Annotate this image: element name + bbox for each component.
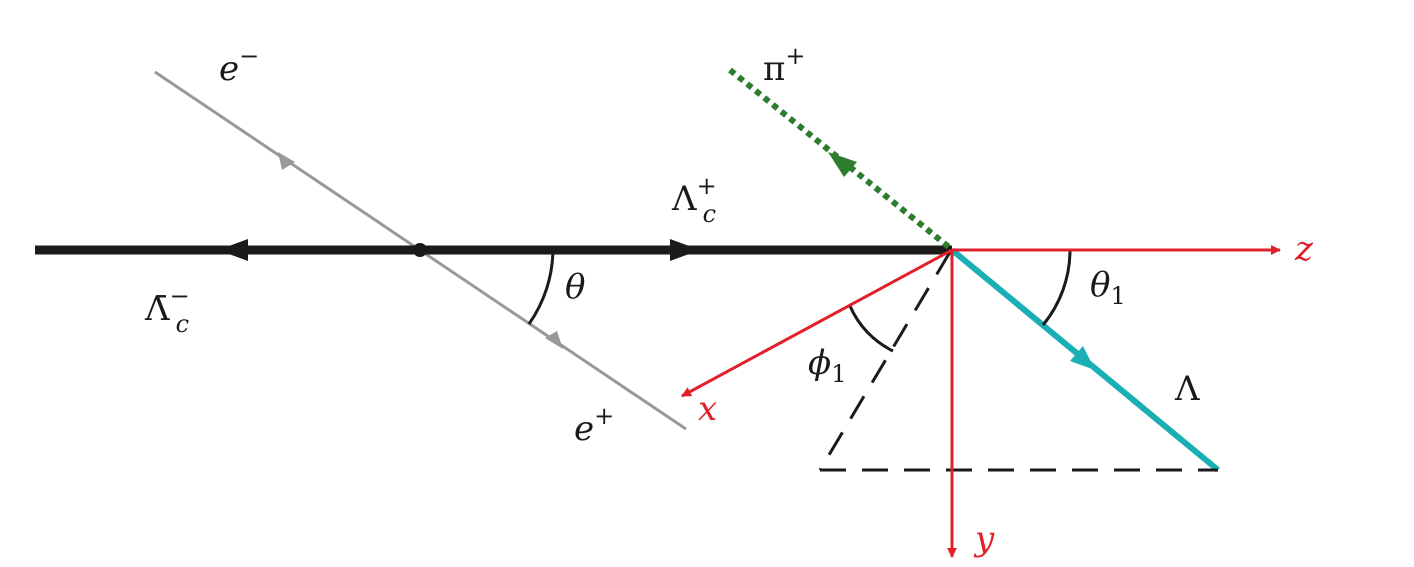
dashed-projection-diagonal <box>818 251 952 471</box>
production-vertex <box>413 243 427 257</box>
pion-line <box>728 67 952 251</box>
phi1-arc <box>848 305 894 353</box>
label-axis-z: z <box>1294 229 1314 269</box>
label-phi1: ϕ1 <box>808 343 846 388</box>
label-theta1: θ1 <box>1090 265 1126 310</box>
e-plus-arrow <box>545 331 563 349</box>
lambda-c-bar-arrow <box>218 239 248 261</box>
label-lambda-c-plus: Λ+c <box>671 172 717 228</box>
pion-arrow <box>828 152 857 177</box>
label-pi-plus: π+ <box>763 42 805 89</box>
lambda-arrow <box>1070 346 1095 370</box>
label-lambda-c-bar-minus: Λ̄−c <box>144 282 190 338</box>
theta1-arc <box>1041 249 1072 326</box>
label-e-minus: e− <box>219 42 259 89</box>
label-e-plus: e+ <box>574 402 614 449</box>
label-axis-y: y <box>973 519 995 559</box>
label-axis-x: x <box>698 389 717 429</box>
label-lambda: Λ <box>1174 369 1200 409</box>
label-theta: θ <box>565 267 585 307</box>
x-axis <box>681 248 953 398</box>
lambda-c-plus-arrow <box>670 239 700 261</box>
e-minus-arrow <box>278 152 295 170</box>
theta-arc <box>527 249 555 325</box>
